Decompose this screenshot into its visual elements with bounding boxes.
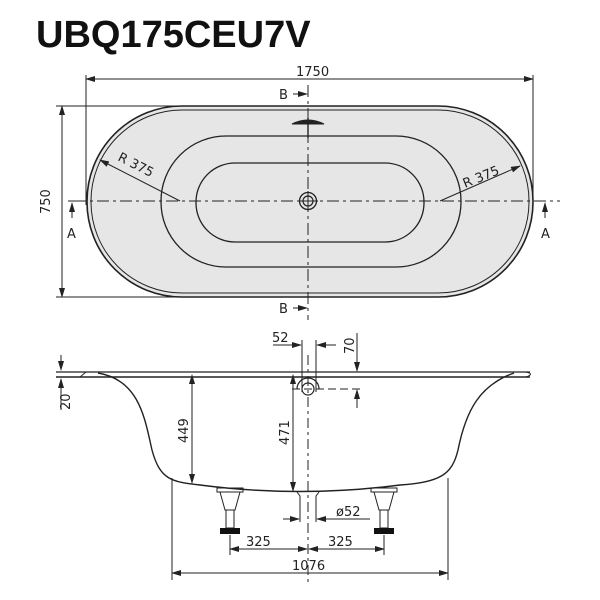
side-view <box>56 333 531 585</box>
section-b-top-label: B <box>279 88 288 103</box>
model-title: UBQ175CEU7V <box>36 14 311 56</box>
inner-depth-dimension: 449 <box>177 418 192 443</box>
section-a-right-label: A <box>541 227 550 242</box>
section-b-bottom-label: B <box>279 302 288 317</box>
foot-left-offset-dimension: 325 <box>246 535 271 550</box>
width-dimension: 750 <box>39 189 54 214</box>
rim-thickness-dimension: 20 <box>59 393 74 410</box>
foot-right <box>370 487 398 534</box>
foot-left <box>216 487 244 534</box>
foot-right-offset-dimension: 325 <box>328 535 353 550</box>
base-length-dimension: 1076 <box>292 559 325 574</box>
length-dimension: 1750 <box>296 65 329 80</box>
overflow-height-dimension: 70 <box>343 337 358 354</box>
drain-diameter-dimension: ø52 <box>336 505 361 520</box>
drain-depth-dimension: 471 <box>278 420 293 445</box>
top-view <box>56 75 560 320</box>
overflow-width-dimension: 52 <box>272 331 289 346</box>
section-a-left-label: A <box>67 227 76 242</box>
